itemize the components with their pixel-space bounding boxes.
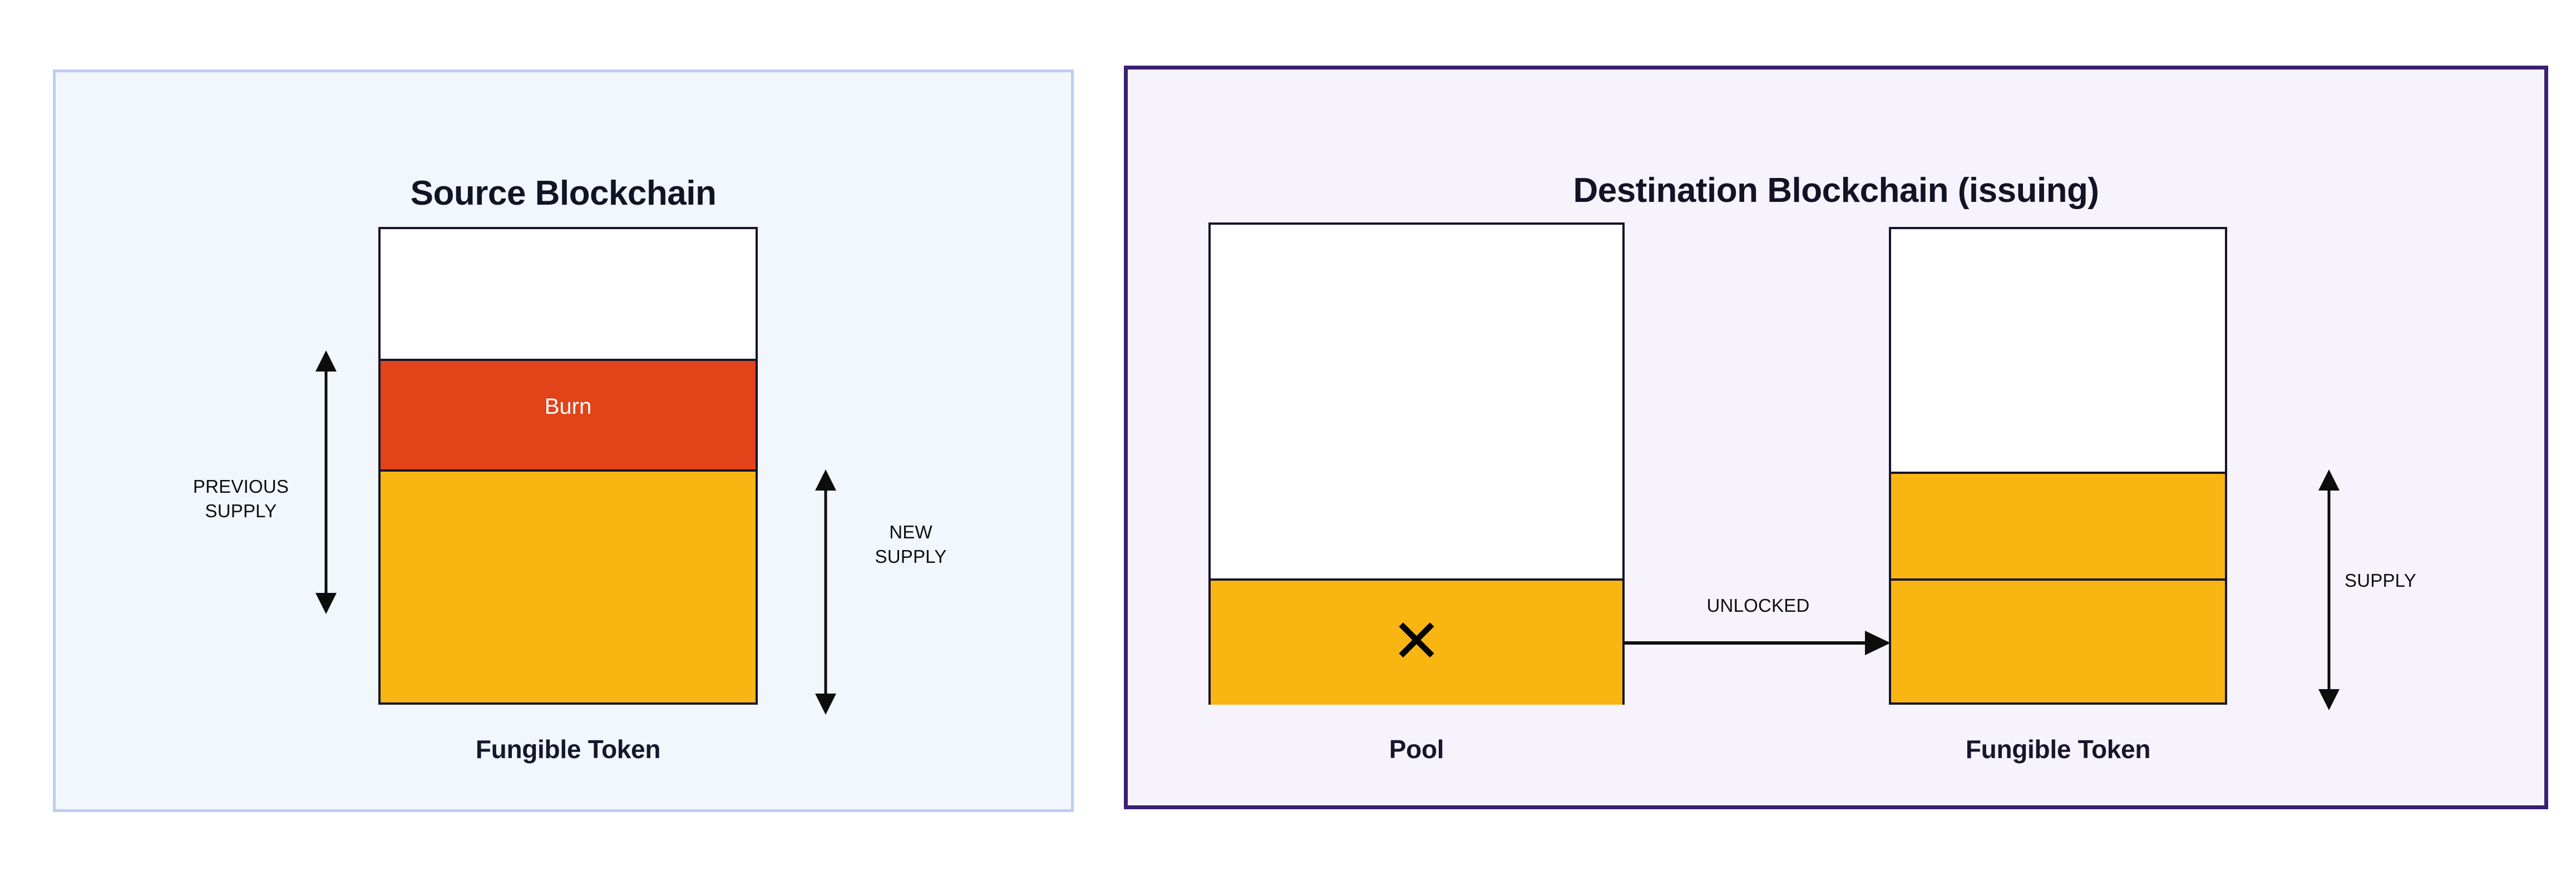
panel-destination-title: Destination Blockchain (issuing) (1573, 171, 2099, 210)
new-supply-label: NEW SUPPLY (875, 522, 947, 567)
segment-burn: Burn (381, 359, 756, 472)
destination-bar-caption: Fungible Token (1965, 735, 2151, 764)
segment-existing-supply (1891, 472, 2225, 578)
pool-bar: ✕ (1208, 222, 1625, 705)
cross-mark-icon: ✕ (1391, 607, 1442, 676)
unlocked-flow-arrow (1625, 627, 1892, 659)
previous-supply-label: PREVIOUS SUPPLY (193, 476, 289, 521)
segment-pool-locked: ✕ (1211, 578, 1622, 705)
supply-measure-arrow (2313, 468, 2345, 711)
segment-remaining-supply (381, 472, 756, 702)
supply-label: SUPPLY (2345, 570, 2416, 591)
previous-supply-measure-arrow (310, 349, 342, 615)
unlocked-flow-label: UNLOCKED (1706, 595, 1810, 616)
new-supply-measure-arrow (810, 468, 842, 716)
segment-burn-label: Burn (544, 394, 592, 419)
source-bar-caption: Fungible Token (475, 735, 661, 764)
source-fungible-token-bar: Burn (378, 227, 758, 705)
segment-unlocked-supply (1891, 578, 2225, 702)
destination-fungible-token-bar (1889, 227, 2227, 705)
panel-source-title: Source Blockchain (410, 174, 717, 212)
pool-bar-caption: Pool (1389, 735, 1444, 764)
